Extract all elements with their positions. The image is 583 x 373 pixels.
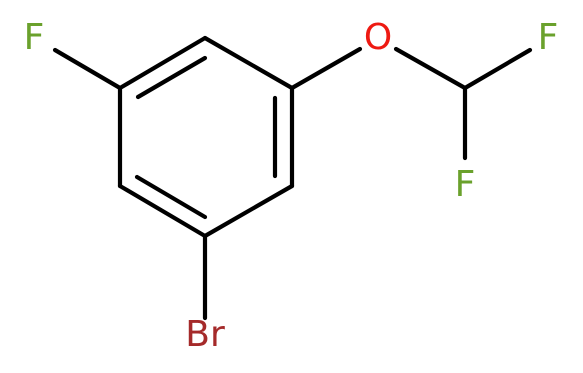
bond-ch-f-upper bbox=[462, 47, 533, 91]
atom-label-bromine: Br bbox=[185, 314, 225, 355]
bond-ring-c1-c2 bbox=[202, 35, 295, 91]
bond-c6-f bbox=[52, 47, 123, 91]
bond-ring-c4-c5 bbox=[117, 183, 208, 239]
atom-label-fluorine-ring: F bbox=[24, 17, 45, 58]
bond-ring-c6-c1 bbox=[117, 35, 208, 91]
bond-ring-c3-c4 bbox=[202, 183, 295, 239]
bond-o-ch bbox=[393, 46, 468, 91]
bond-c2-o bbox=[289, 46, 363, 91]
bond-ring-inner-1 bbox=[135, 55, 208, 100]
bond-ring-inner-3 bbox=[134, 174, 208, 220]
atom-label-fluorine-lower: F bbox=[455, 164, 476, 205]
atom-label-oxygen: O bbox=[364, 17, 392, 58]
atom-label-fluorine-upper: F bbox=[538, 17, 559, 58]
